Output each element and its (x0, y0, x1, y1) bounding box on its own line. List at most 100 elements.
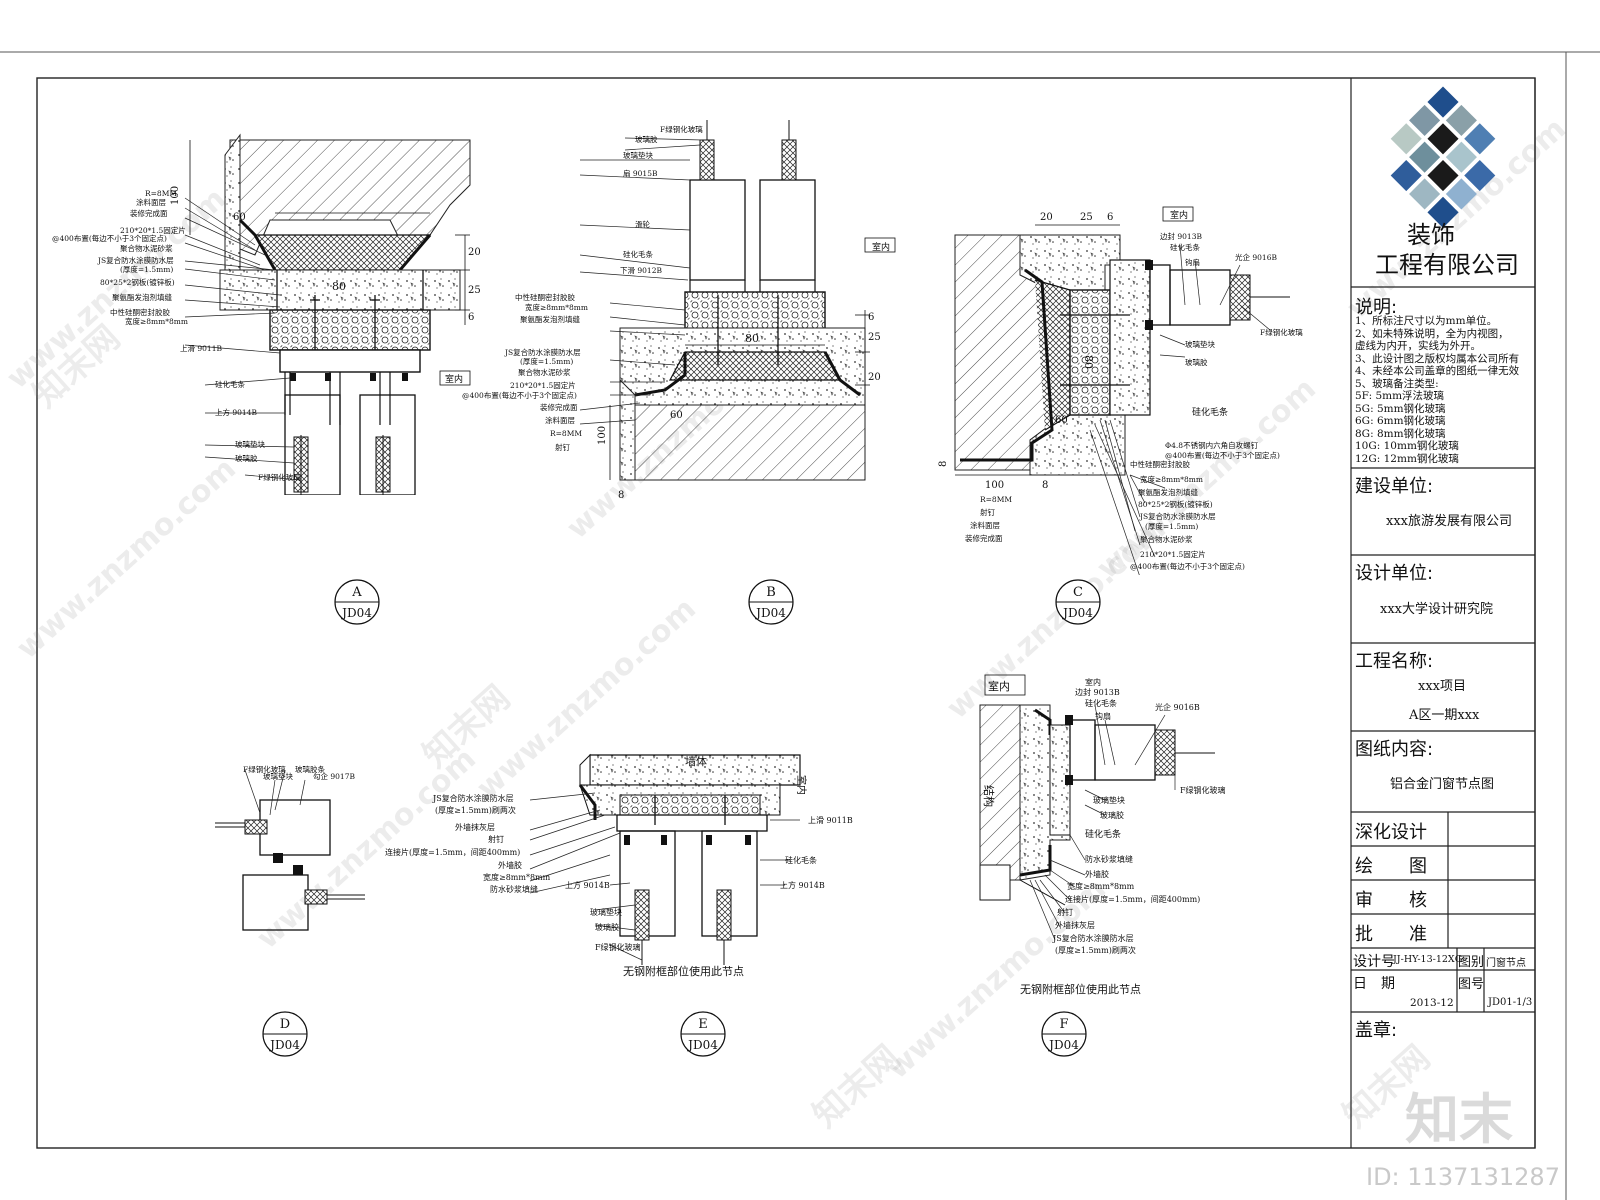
note-line: 2、如未特殊说明，全为内视图， (1355, 327, 1509, 340)
annotation: 装修完成面 (540, 402, 578, 412)
annotation: 硅化毛条 (215, 379, 245, 389)
annotation: 聚氨酯发泡剂填缝 (520, 314, 580, 324)
annotation: 硅化毛条 (1170, 242, 1200, 252)
dim-label: 20 (468, 247, 480, 258)
annotation: 宽度≥8mm*8mm (125, 316, 188, 326)
annotation: F绿钢化玻璃 (595, 942, 641, 952)
note-line: 4、未经本公司盖章的图纸一律无效 (1355, 365, 1520, 377)
annotation: 硅化毛条 (1192, 406, 1228, 418)
brand-mark: 知末 (1405, 1088, 1513, 1151)
detail-callout-sheet: JD04 (340, 606, 372, 620)
signoff-approved: 批 准 (1355, 924, 1427, 945)
sheet-label: 图号 (1458, 977, 1485, 992)
note-line: 6G: 6mm钢化玻璃 (1355, 415, 1446, 427)
annotation: 外墙抹灰层 (1055, 920, 1095, 930)
annotation: 室内 (1085, 677, 1101, 687)
project-line2: A区一期xxx (1409, 708, 1480, 723)
annotation: 滑轮 (635, 219, 650, 229)
annotation: 勾企 9017B (313, 771, 355, 781)
detail-callout-sheet: JD04 (268, 1038, 300, 1052)
signoff-checked: 审 核 (1355, 890, 1427, 911)
annotation: 光企 9016B (1235, 252, 1277, 262)
annotation: 硅化毛条 (785, 855, 817, 865)
annotation: 上滑 9011B (180, 343, 222, 353)
dim-label: 60 (233, 212, 246, 223)
annotation: 涂料面层 (136, 197, 166, 207)
company-name-line1: 装饰 (1407, 221, 1455, 249)
project-label: 工程名称: (1355, 651, 1434, 672)
detail-callout-letter: D (280, 1017, 290, 1032)
annotation: 射钉 (555, 442, 570, 452)
annotation: 室内 (795, 775, 808, 795)
company-logo (1390, 86, 1496, 228)
dim-label: 100 (985, 480, 1004, 491)
dim-label: 100 (597, 426, 608, 445)
content-label: 图纸内容: (1355, 739, 1434, 760)
detail-callout-sheet: JD04 (1061, 606, 1093, 620)
detail-callout-letter: A (351, 585, 362, 600)
detail-callout-sheet: JD04 (754, 606, 786, 620)
annotation: @400布置(每边不小于3个固定点) (1165, 450, 1280, 460)
detail-d-drawing: F绿钢化玻璃 玻璃胶条 玻璃垫块 勾企 9017B (215, 765, 365, 931)
dim-label: 8 (1042, 480, 1048, 491)
detail-callout-letter: F (1059, 1017, 1068, 1032)
annotation: 80*25*2钢板(镀锌板) (100, 277, 175, 287)
detail-callout-letter: B (766, 585, 776, 600)
notes-title: 说明: (1355, 297, 1398, 318)
annotation: F绿钢化玻璃 (258, 472, 301, 482)
note-line: 5G: 5mm钢化玻璃 (1355, 402, 1446, 415)
annotation: 聚氨酯发泡剂填缝 (112, 292, 172, 302)
detail-callout-c: C JD04 (1055, 579, 1101, 625)
annotation: 墙体 (685, 754, 707, 768)
annotation: JS复合防水涂膜防水层 (1052, 933, 1134, 943)
annotation: R=8MM (550, 429, 582, 438)
annotation: 宽度≥8mm*8mm (483, 872, 551, 882)
date-label: 日 期 (1353, 976, 1395, 992)
detail-callout-d: D JD04 (262, 1011, 308, 1057)
annotation: 防水砂浆填缝 (490, 884, 538, 894)
annotation: 宽度≥8mm*8mm (525, 302, 588, 312)
annotation: 外墙抹灰层 (455, 822, 495, 832)
annotation: Φ4.8不锈钢内六角自攻螺钉 (1165, 440, 1259, 450)
signoff-detail-design: 深化设计 (1355, 822, 1427, 843)
annotation: @400布置(每边不小于3个固定点) (1130, 561, 1245, 571)
design-no-value: JJ-HY-13-12XG (1393, 954, 1463, 965)
annotation: F绿钢化玻璃 (660, 124, 703, 134)
annotation: 装修完成面 (965, 533, 1003, 543)
annotation: 钩扇 (1185, 257, 1200, 267)
annotation: (厚度≥1.5mm)刷两次 (1055, 945, 1136, 955)
detail-callout-letter: C (1073, 585, 1083, 600)
annotation: (厚度=1.5mm) (1145, 521, 1198, 531)
annotation: 宽度≥8mm*8mm (1067, 881, 1135, 891)
seal-label: 盖章: (1355, 1020, 1398, 1041)
dim-label: 25 (1080, 212, 1093, 223)
annotation: 扇 9015B (623, 168, 658, 178)
annotation: 边封 9013B (1075, 687, 1120, 697)
annotation: 射钉 (1057, 907, 1073, 917)
annotation: 上滑 9011B (808, 815, 853, 825)
annotation: 玻璃胶 (635, 134, 658, 144)
annotation: 上方 9014B (780, 880, 825, 890)
sheet-value: JD01-1/3 (1488, 997, 1533, 1008)
note-line: 5、玻璃备注类型: (1355, 377, 1439, 390)
annotation: 中性硅酮密封胶胶 (110, 307, 170, 317)
company-name-line2: 工程有限公司 (1375, 251, 1519, 279)
annotation: 室内 (445, 373, 463, 385)
annotation: 射钉 (488, 834, 504, 844)
annotation: 聚合物水泥砂浆 (518, 367, 571, 377)
annotation: 玻璃垫块 (1093, 795, 1125, 805)
image-id: ID: 1137131287 (1366, 1163, 1560, 1191)
annotation: 硅化毛条 (623, 249, 653, 259)
annotation: F绿钢化玻璃 (1180, 785, 1226, 795)
annotation: 玻璃垫块 (1185, 339, 1215, 349)
date-value: 2013-12 (1410, 997, 1454, 1009)
client-value: xxx旅游发展有限公司 (1386, 514, 1512, 529)
annotation: 下滑 9012B (620, 265, 662, 275)
annotation: (厚度≥1.5mm)刷两次 (435, 805, 516, 815)
design-no-label: 设计号 (1353, 954, 1395, 970)
annotation: JS复合防水涂膜防水层 (1139, 511, 1216, 521)
note-line: 1、所标注尺寸以为mm单位。 (1355, 315, 1498, 327)
annotation: 上方 9014B (565, 880, 610, 890)
